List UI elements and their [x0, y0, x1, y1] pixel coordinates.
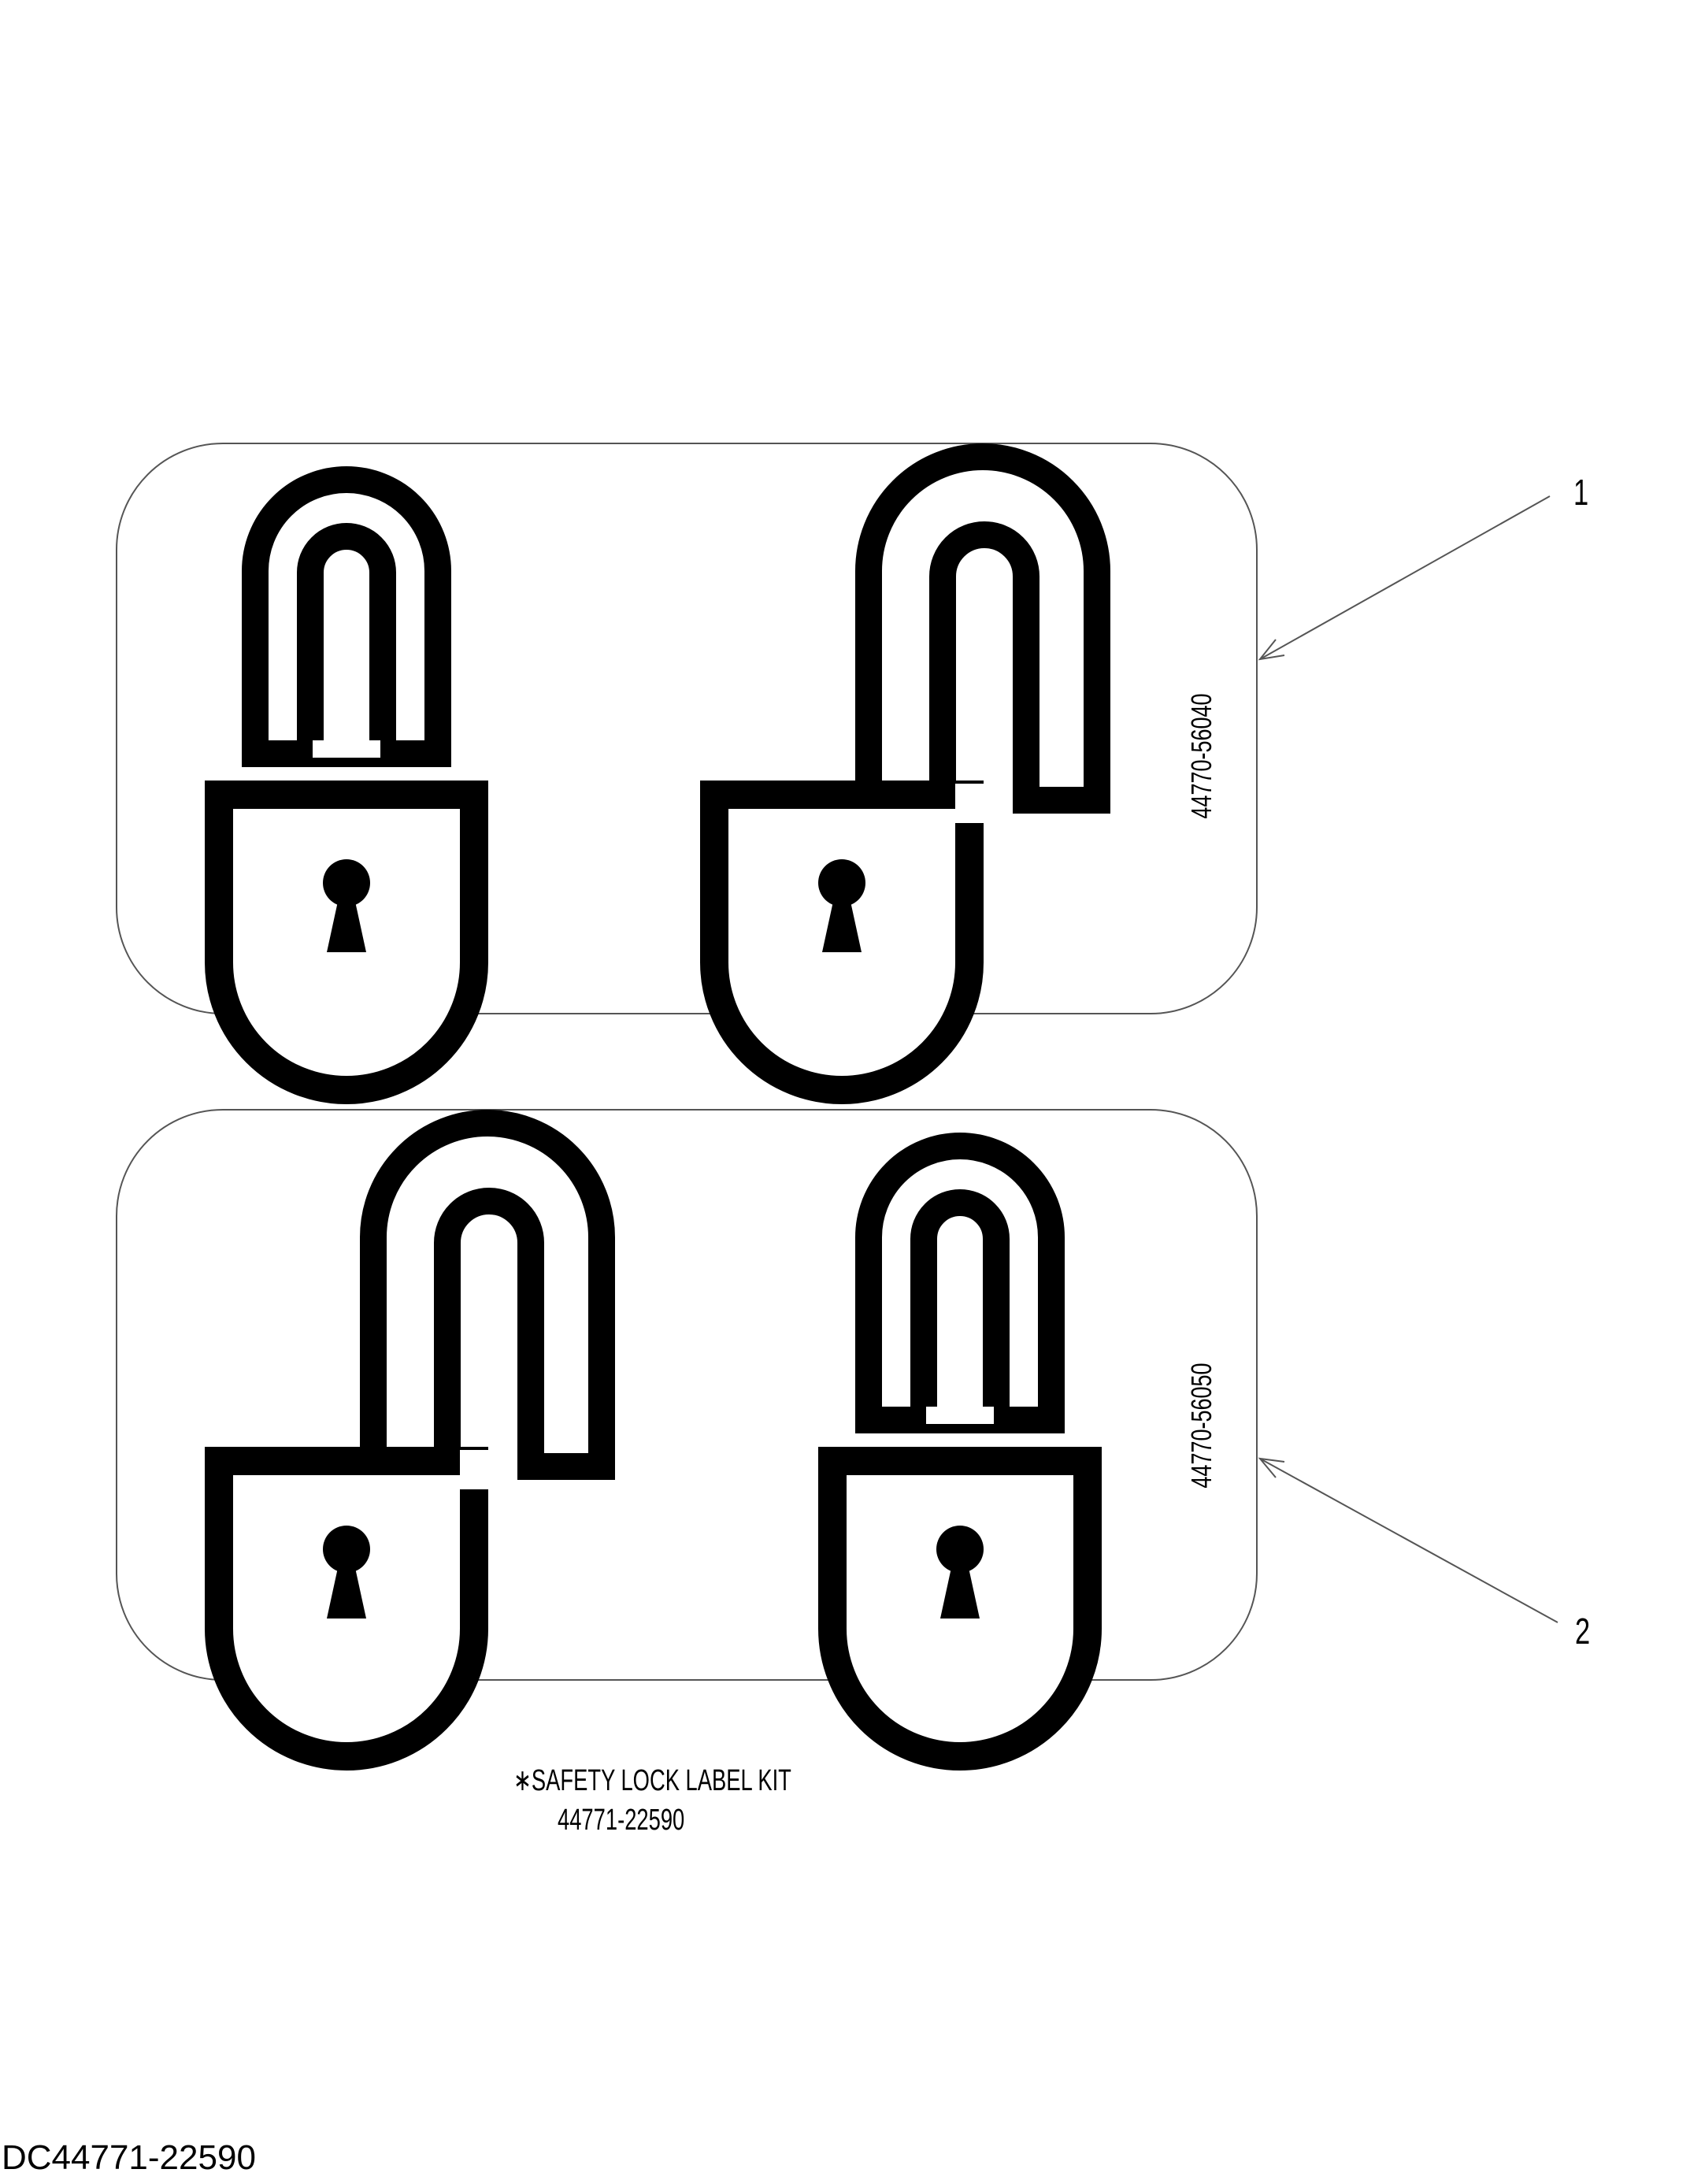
part-number-label-1: 44770-56040: [1185, 693, 1217, 819]
document-id: DC44771-22590: [2, 2138, 256, 2177]
part-number-label-2: 44770-56050: [1185, 1363, 1217, 1489]
leader-line-2: [1258, 1457, 1558, 1623]
kit-title: ∗SAFETY LOCK LABEL KIT: [513, 1764, 791, 1797]
label-2: [116, 1109, 1258, 1756]
label-1: [116, 443, 1258, 1090]
callout-number-2: 2: [1575, 1611, 1591, 1652]
kit-number: 44771-22590: [558, 1804, 685, 1837]
leader-line-1: [1258, 495, 1551, 661]
callout-number-1: 1: [1573, 472, 1589, 513]
